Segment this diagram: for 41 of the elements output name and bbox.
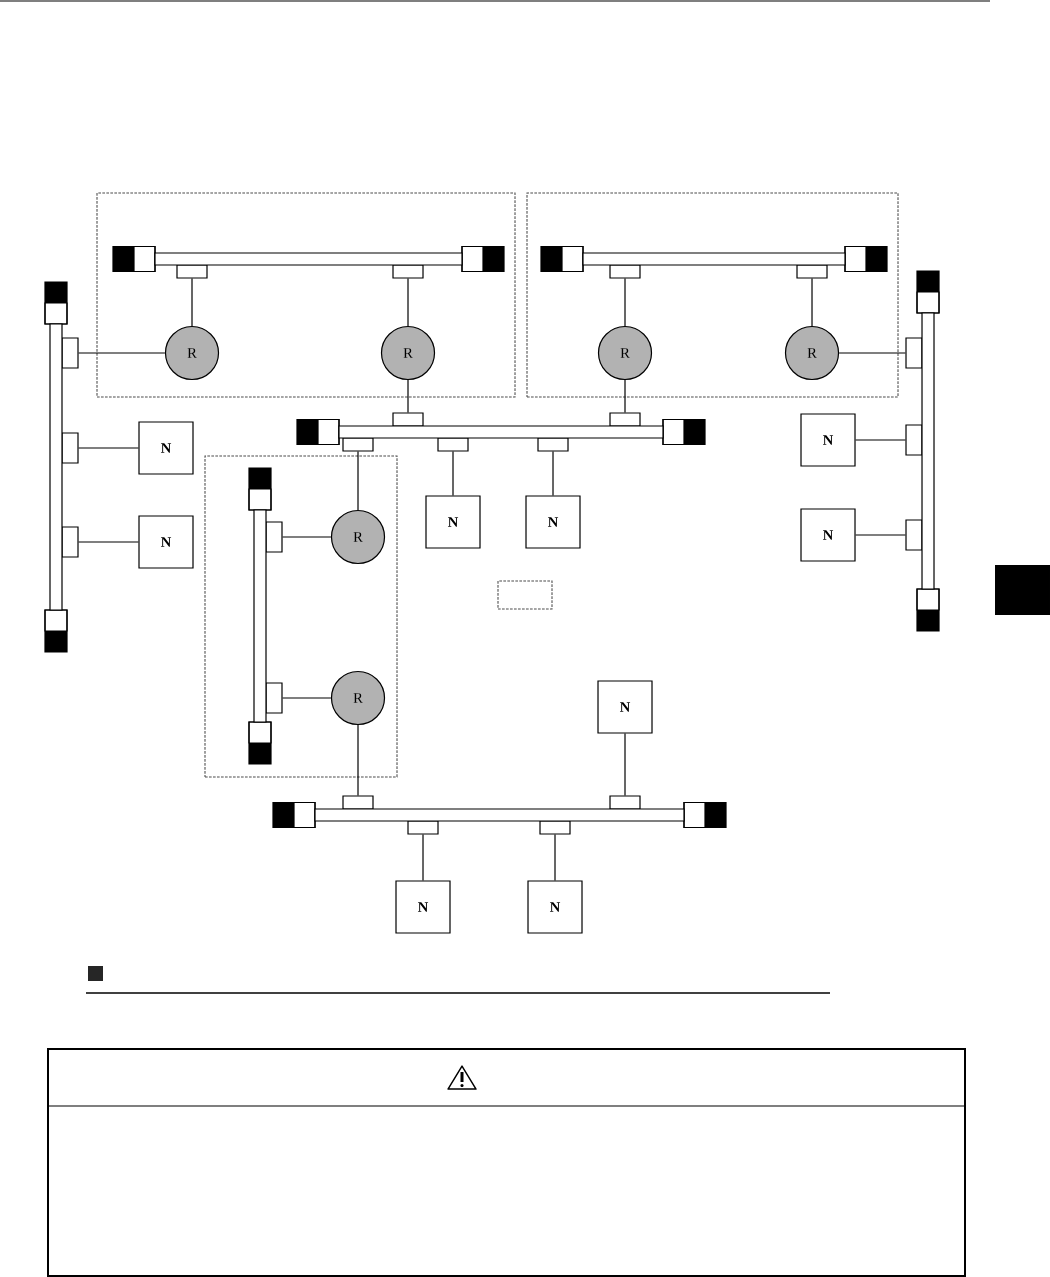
bus-cable (44, 281, 79, 653)
bus-cable (905, 270, 940, 632)
bus-cable (248, 467, 283, 765)
dashed-group-frame (204, 455, 398, 778)
node-box: N (597, 680, 653, 734)
node-box: N (425, 495, 481, 549)
connector-line (811, 278, 813, 327)
connector-line (422, 834, 424, 881)
connector-line (78, 447, 139, 449)
node-box: N (138, 421, 194, 475)
node-box: N (138, 515, 194, 569)
bus-cable (540, 245, 888, 279)
connector-line (357, 451, 359, 511)
connector-line (191, 278, 193, 327)
connector-line (855, 534, 906, 536)
connector-line (407, 379, 409, 413)
dashed-group-frame (526, 192, 899, 398)
connector-line (624, 733, 626, 796)
connector-line (407, 278, 409, 327)
connector-line (78, 352, 166, 354)
dashed-group-frame (96, 192, 516, 398)
node-box: N (525, 495, 581, 549)
connector-line (554, 834, 556, 881)
node-box: N (395, 880, 451, 934)
connector-line (624, 379, 626, 413)
connector-line (282, 697, 332, 699)
connector-line (78, 541, 139, 543)
connector-line (552, 451, 554, 496)
connector-line (624, 278, 626, 327)
node-box: N (527, 880, 583, 934)
bus-cable (296, 412, 706, 452)
dashed-box (497, 580, 553, 610)
bus-cable (272, 795, 727, 835)
bus-cable (112, 245, 505, 279)
node-box: N (800, 508, 856, 562)
connector-line (452, 451, 454, 496)
connector-line (838, 352, 906, 354)
connector-line (282, 536, 332, 538)
connector-line (357, 724, 359, 796)
connector-line (855, 439, 906, 441)
node-box: N (800, 413, 856, 467)
